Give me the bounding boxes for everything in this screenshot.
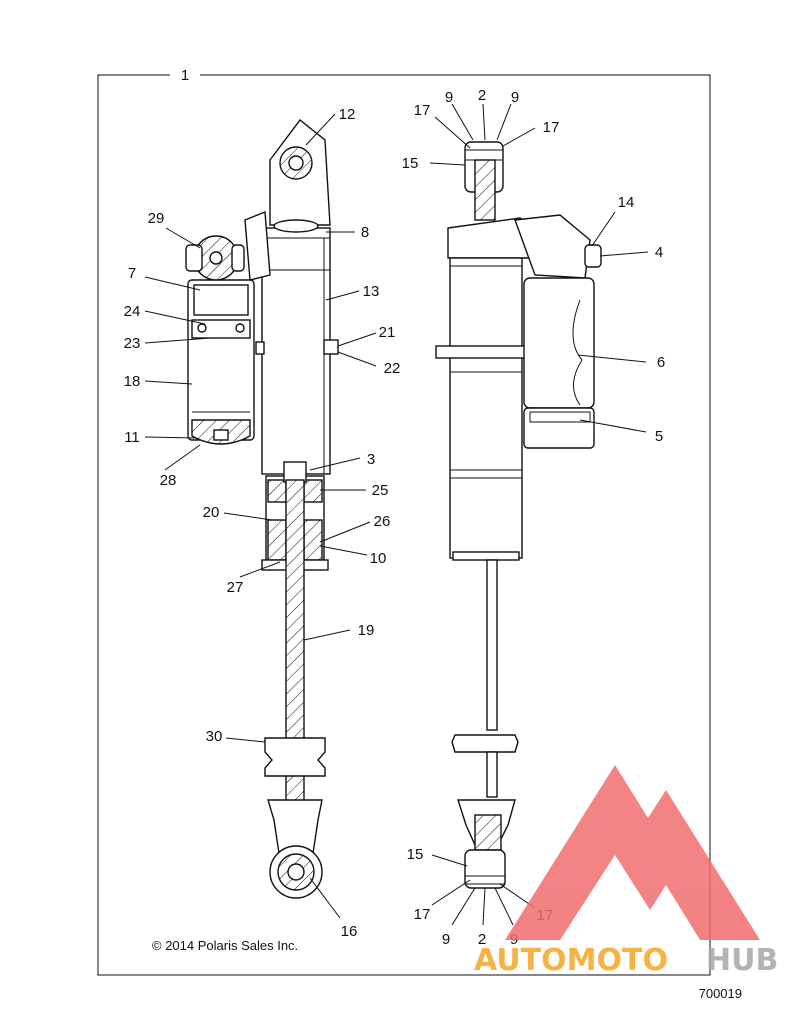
- callout-5: 5: [655, 428, 663, 445]
- watermark-text-automoto: AUTOMOTO: [474, 943, 668, 978]
- callout-15-bottom: 15: [407, 846, 424, 863]
- callout-7: 7: [128, 265, 136, 282]
- callout-17-top-left: 17: [414, 102, 431, 119]
- callout-25: 25: [372, 482, 389, 499]
- callout-27: 27: [227, 579, 244, 596]
- left-shock-cutaway: [185, 119, 339, 899]
- callout-10: 10: [370, 550, 387, 567]
- callout-9-top-right: 9: [511, 89, 519, 106]
- callout-14: 14: [618, 194, 635, 211]
- callout-18: 18: [124, 373, 141, 390]
- callout-26: 26: [374, 513, 391, 530]
- watermark-text-hub: HUB: [706, 943, 778, 978]
- callout-16: 16: [341, 923, 358, 940]
- diagram-frame: 1: [97, 67, 711, 976]
- callout-3: 3: [367, 451, 375, 468]
- group-label: 1: [181, 67, 189, 84]
- callout-22: 22: [384, 360, 401, 377]
- callout-6: 6: [657, 354, 665, 371]
- callout-13: 13: [363, 283, 380, 300]
- callout-19: 19: [358, 622, 375, 639]
- right-shock-exterior: [435, 141, 602, 889]
- figure-number: 700019: [699, 986, 742, 1001]
- automotohub-logo: AUTOMOTO HUB: [474, 765, 778, 978]
- callout-2-top: 2: [478, 87, 486, 104]
- callout-29: 29: [148, 210, 165, 227]
- callout-9-bottom-left: 9: [442, 931, 450, 948]
- callout-21: 21: [379, 324, 396, 341]
- callout-28: 28: [160, 472, 177, 489]
- callout-12: 12: [339, 106, 356, 123]
- callout-23: 23: [124, 335, 141, 352]
- callout-24: 24: [124, 303, 141, 320]
- callout-2-bottom: 2: [478, 931, 486, 948]
- callout-15-top: 15: [402, 155, 419, 172]
- copyright-text: © 2014 Polaris Sales Inc.: [152, 938, 298, 953]
- callout-labels: 12 8 29 7 13 24 23 21 22 18 11 28 3 25 2…: [124, 87, 666, 948]
- callout-20: 20: [203, 504, 220, 521]
- callout-17-bottom-left: 17: [414, 906, 431, 923]
- callout-30: 30: [206, 728, 223, 745]
- callout-9-top-left: 9: [445, 89, 453, 106]
- logo-mark: [505, 765, 760, 940]
- callout-17-top-right: 17: [543, 119, 560, 136]
- callout-4: 4: [655, 244, 663, 261]
- leader-lines: [144, 103, 649, 926]
- callout-8: 8: [361, 224, 369, 241]
- callout-11: 11: [124, 429, 140, 446]
